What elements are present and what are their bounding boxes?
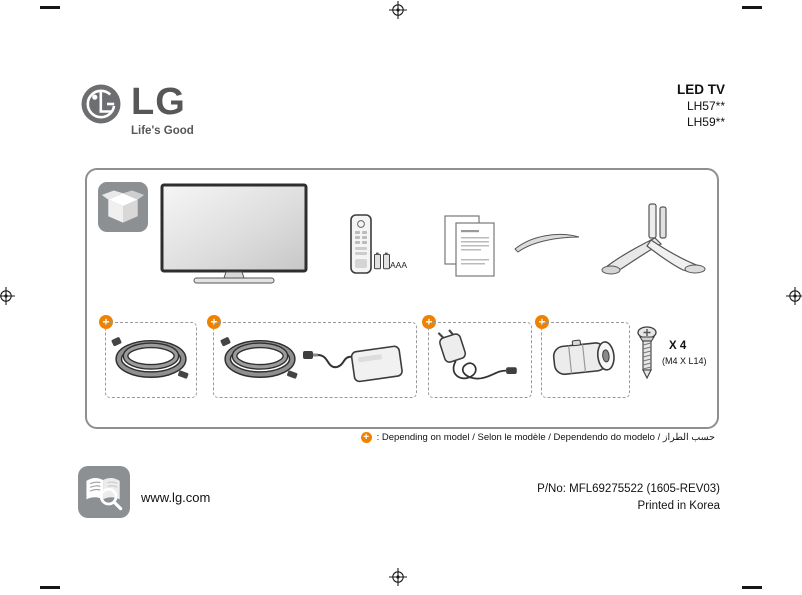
optional-cord-and-adapter-box (213, 322, 417, 398)
model-number-2: LH59** (686, 115, 725, 129)
product-line-label: LED TV (676, 82, 725, 97)
power-cord-illustration (110, 332, 192, 389)
website-url: www.lg.com (141, 490, 211, 505)
screw-group: X 4 (M4 X L14) (635, 326, 707, 385)
optional-travel-adapter-box (428, 322, 532, 398)
ferrite-core-illustration (550, 334, 622, 387)
manuals-illustration (444, 214, 496, 283)
registration-mark-icon (786, 287, 802, 305)
remote-control-illustration (350, 214, 372, 279)
plus-badge-icon: + (360, 432, 372, 443)
registration-mark-icon (389, 1, 407, 19)
tv-illustration (160, 183, 308, 290)
accessories-box: AAA (85, 168, 719, 429)
optional-power-cord-box (105, 322, 197, 398)
cable-holder-illustration (513, 228, 581, 259)
model-number-1: LH57** (686, 99, 725, 113)
optional-ferrite-core-box (541, 322, 630, 398)
aaa-batteries-illustration (373, 252, 393, 275)
note-text: : Depending on model / Selon le modèle /… (376, 432, 715, 443)
stand-illustration (599, 202, 709, 291)
brand-wordmark: LG (131, 81, 186, 123)
power-cord-illustration (219, 332, 301, 389)
model-dependency-note: + : Depending on model / Selon le modèle… (360, 432, 715, 443)
part-number: P/No: MFL69275522 (1605-REV03) (537, 483, 720, 495)
brand-tagline: Life's Good (131, 125, 194, 137)
printed-in-label: Printed in Korea (637, 500, 720, 513)
screw-spec-label: (M4 X L14) (662, 356, 707, 366)
registration-mark-icon (0, 287, 15, 305)
registration-mark-icon (389, 568, 407, 586)
screw-illustration (635, 326, 659, 385)
battery-type-label: AAA (390, 260, 408, 270)
crop-mark (742, 586, 762, 589)
crop-mark (742, 6, 762, 9)
travel-adapter-illustration (434, 328, 526, 393)
screw-quantity-label: X 4 (669, 340, 687, 352)
crop-mark (40, 6, 60, 9)
brand-header: LG Life's Good (80, 83, 194, 137)
model-info: LED TV LH57** LH59** (677, 82, 725, 129)
manual-book-icon (78, 466, 130, 518)
crop-mark (40, 586, 60, 589)
lg-logo-icon (80, 83, 122, 137)
package-box-icon (98, 182, 148, 232)
print-info: P/No: MFL69275522 (1605-REV03) Printed i… (537, 481, 720, 516)
ac-adapter-illustration (301, 329, 411, 392)
